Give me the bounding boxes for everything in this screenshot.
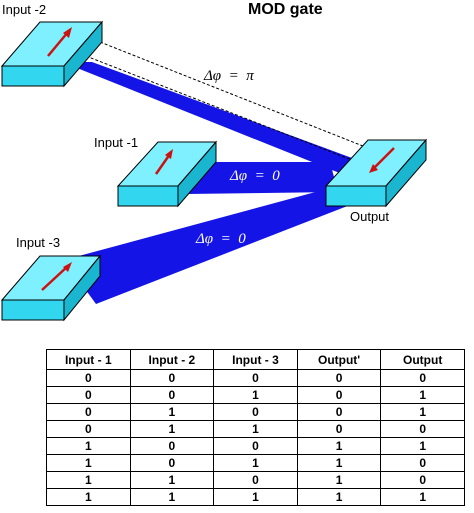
table-cell: 0 [380,471,465,489]
table-cell: 1 [213,420,298,438]
table-cell: 1 [380,437,465,455]
table-cell: 0 [380,454,465,472]
table-cell: 1 [46,488,131,506]
table-cell: 0 [296,403,382,421]
table-cell: 1 [129,403,215,421]
table-cell: 1 [296,454,382,472]
dashed-path-lower [85,55,358,163]
waveguide-input3-to-output [64,187,350,304]
input2-label: Input -2 [2,2,46,17]
dashed-path-upper [99,41,374,151]
table-cell: 0 [213,471,298,489]
table-cell: 0 [129,369,215,387]
waveguide-input2-to-output [62,62,352,178]
table-cell: 0 [129,454,215,472]
table-cell: 0 [46,403,131,421]
table-cell: 0 [380,369,465,387]
table-cell: 1 [46,471,131,489]
table-cell: 0 [46,386,131,404]
table-cell: 0 [129,386,215,404]
table-cell: 0 [380,420,465,438]
table-row: 0 0 1 0 1 [46,386,465,404]
header-input3: Input - 3 [213,349,298,370]
table-cell: 1 [213,386,298,404]
table-row: 1 0 1 1 0 [46,454,465,472]
table-header-row: Input - 1 Input - 2 Input - 3 Output' Ou… [46,349,465,370]
table-row: 1 1 1 1 1 [46,488,465,506]
table-row: 0 1 1 0 0 [46,420,465,438]
table-cell: 0 [213,403,298,421]
table-cell: 1 [296,437,382,455]
phase-label-input3: Δφ = 0 [195,231,246,247]
table-cell: 0 [296,369,382,387]
table-cell: 1 [46,437,131,455]
table-cell: 1 [380,403,465,421]
table-cell: 1 [129,420,215,438]
table-cell: 1 [296,488,382,506]
table-cell: 0 [46,420,131,438]
output-label: Output [350,209,389,224]
header-input1: Input - 1 [46,349,131,370]
table-row: 0 1 0 0 1 [46,403,465,421]
table-cell: 1 [213,488,298,506]
input1-magnet-block [116,140,218,208]
table-cell: 1 [213,454,298,472]
header-output-prime: Output' [296,349,382,370]
table-cell: 0 [213,369,298,387]
table-cell: 1 [296,471,382,489]
header-output: Output [380,349,465,370]
table-cell: 0 [129,437,215,455]
table-row: 1 0 0 1 1 [46,437,465,455]
table-cell: 1 [129,488,215,506]
table-cell: 1 [46,454,131,472]
table-cell: 1 [129,471,215,489]
waveguide-input1-to-output [186,162,338,194]
table-cell: 0 [213,437,298,455]
phase-label-input1: Δφ = 0 [229,168,280,184]
table-cell: 1 [380,488,465,506]
table-cell: 0 [296,420,382,438]
output-magnet-block [324,138,428,208]
table-cell: 1 [380,386,465,404]
truth-table: Input - 1 Input - 2 Input - 3 Output' Ou… [46,349,465,506]
input3-magnet-block [0,254,102,322]
mod-gate-diagram: MOD gate Input -2 Input -1 Input -3 Outp… [0,1,428,322]
phase-label-input2: Δφ = π [203,68,254,84]
table-row: 1 1 0 1 0 [46,471,465,489]
input2-magnet-block [0,20,104,88]
table-cell: 0 [296,386,382,404]
table-cell: 0 [46,369,131,387]
input3-label: Input -3 [16,235,60,250]
diagram-title: MOD gate [248,1,323,18]
input1-label: Input -1 [94,135,138,150]
header-input2: Input - 2 [129,349,215,370]
table-row: 0 0 0 0 0 [46,369,465,387]
